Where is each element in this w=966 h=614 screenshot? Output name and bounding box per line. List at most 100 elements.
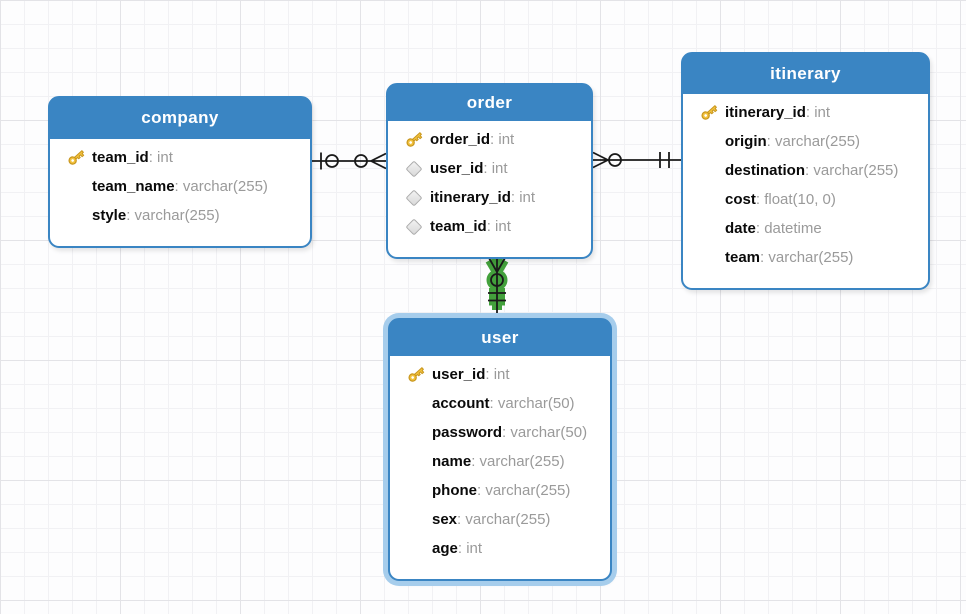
field-name: team_id xyxy=(430,218,487,235)
table-header[interactable]: company xyxy=(49,97,311,139)
field-row[interactable]: user_id: int xyxy=(390,360,610,389)
diamond-icon xyxy=(398,160,430,177)
field-name: name xyxy=(432,453,472,470)
field-name: team_id xyxy=(92,149,149,166)
field-type: int xyxy=(466,540,483,557)
field-type: varchar(255) xyxy=(134,207,220,224)
field-name: team_name xyxy=(92,178,175,195)
field-separator: : xyxy=(486,218,496,235)
field-separator: : xyxy=(805,162,814,179)
table-fields: user_id: int account: varchar(50) passwo… xyxy=(390,356,610,579)
table-title: company xyxy=(141,108,219,127)
table-title: order xyxy=(466,92,513,112)
field-row[interactable]: name: varchar(255) xyxy=(390,447,610,476)
field-separator: : xyxy=(510,189,520,206)
field-separator: : xyxy=(126,207,135,224)
field-separator: : xyxy=(457,540,467,557)
field-type: int xyxy=(519,189,536,206)
entity-table-itinerary[interactable]: itinerary itinerary_id: int origin: varc… xyxy=(681,52,930,290)
field-name: style xyxy=(92,207,127,224)
field-row[interactable]: cost: float(10, 0) xyxy=(683,185,928,214)
field-type: varchar(255) xyxy=(479,453,565,470)
field-type: varchar(255) xyxy=(465,511,551,528)
field-separator: : xyxy=(502,424,511,441)
field-row[interactable]: age: int xyxy=(390,534,610,563)
field-separator: : xyxy=(490,131,499,148)
field-row[interactable]: order_id: int xyxy=(388,125,591,154)
primary-key-icon xyxy=(60,149,92,166)
field-name: itinerary_id xyxy=(430,189,511,206)
primary-key-icon xyxy=(693,104,725,121)
relation-company-order[interactable] xyxy=(312,152,387,170)
field-name: password xyxy=(432,424,503,441)
field-type: varchar(255) xyxy=(182,178,268,195)
field-row[interactable]: origin: varchar(255) xyxy=(683,127,928,156)
field-separator: : xyxy=(766,133,776,150)
field-separator: : xyxy=(483,160,492,177)
field-row[interactable]: team: varchar(255) xyxy=(683,243,928,272)
table-header[interactable]: user xyxy=(389,319,611,356)
field-row[interactable]: team_id: int xyxy=(50,143,310,172)
field-type: varchar(255) xyxy=(485,482,571,499)
field-type: varchar(255) xyxy=(768,249,854,266)
field-separator: : xyxy=(489,395,498,412)
field-name: sex xyxy=(432,511,458,528)
field-name: age xyxy=(432,540,458,557)
primary-key-icon xyxy=(398,131,430,148)
field-row[interactable]: team_name: varchar(255) xyxy=(50,172,310,201)
field-row[interactable]: password: varchar(50) xyxy=(390,418,610,447)
field-row[interactable]: itinerary_id: int xyxy=(683,98,928,127)
field-name: account xyxy=(432,395,490,412)
field-name: phone xyxy=(432,482,477,499)
entity-table-user[interactable]: user user_id: int account: varchar(50) p… xyxy=(388,318,612,581)
field-separator: : xyxy=(477,482,486,499)
field-type: int xyxy=(491,160,508,177)
relation-order-user-highlight xyxy=(485,257,509,310)
relation-order-itinerary[interactable] xyxy=(592,151,681,169)
field-row[interactable]: itinerary_id: int xyxy=(388,183,591,212)
table-header[interactable]: order xyxy=(387,84,592,121)
field-row[interactable]: phone: varchar(255) xyxy=(390,476,610,505)
field-row[interactable]: user_id: int xyxy=(388,154,591,183)
entity-table-company[interactable]: company team_id: int team_name: varchar(… xyxy=(48,96,312,248)
field-name: user_id xyxy=(430,160,484,177)
field-type: datetime xyxy=(764,220,822,237)
field-separator: : xyxy=(755,191,765,208)
field-row[interactable]: team_id: int xyxy=(388,212,591,241)
field-separator: : xyxy=(805,104,815,121)
table-fields: team_id: int team_name: varchar(255) sty… xyxy=(50,139,310,246)
field-name: order_id xyxy=(430,131,491,148)
field-type: int xyxy=(495,218,511,235)
field-type: int xyxy=(498,131,515,148)
diamond-icon xyxy=(398,189,430,206)
field-separator: : xyxy=(174,178,183,195)
table-fields: itinerary_id: int origin: varchar(255) d… xyxy=(683,94,928,288)
diamond-icon xyxy=(398,218,430,235)
field-type: varchar(255) xyxy=(813,162,899,179)
field-separator: : xyxy=(471,453,480,470)
field-name: origin xyxy=(725,133,767,150)
field-name: cost xyxy=(725,191,756,208)
field-type: float(10, 0) xyxy=(764,191,836,208)
field-row[interactable]: account: varchar(50) xyxy=(390,389,610,418)
relation-order-user[interactable] xyxy=(488,257,506,313)
field-separator: : xyxy=(148,149,158,166)
field-separator: : xyxy=(760,249,769,266)
table-fields: order_id: int user_id: int itinerary_id:… xyxy=(388,121,591,257)
primary-key-icon xyxy=(400,366,432,383)
field-row[interactable]: date: datetime xyxy=(683,214,928,243)
entity-table-order[interactable]: order order_id: int user_id: int itinera… xyxy=(386,83,593,259)
table-title: itinerary xyxy=(770,63,841,83)
field-row[interactable]: sex: varchar(255) xyxy=(390,505,610,534)
field-row[interactable]: destination: varchar(255) xyxy=(683,156,928,185)
field-type: varchar(50) xyxy=(510,424,588,441)
field-type: varchar(50) xyxy=(497,395,575,412)
field-name: destination xyxy=(725,162,806,179)
table-header[interactable]: itinerary xyxy=(682,53,929,94)
field-row[interactable]: style: varchar(255) xyxy=(50,201,310,230)
table-title: user xyxy=(481,327,519,347)
field-name: date xyxy=(725,220,756,237)
field-type: int xyxy=(493,366,510,383)
field-name: itinerary_id xyxy=(725,104,806,121)
